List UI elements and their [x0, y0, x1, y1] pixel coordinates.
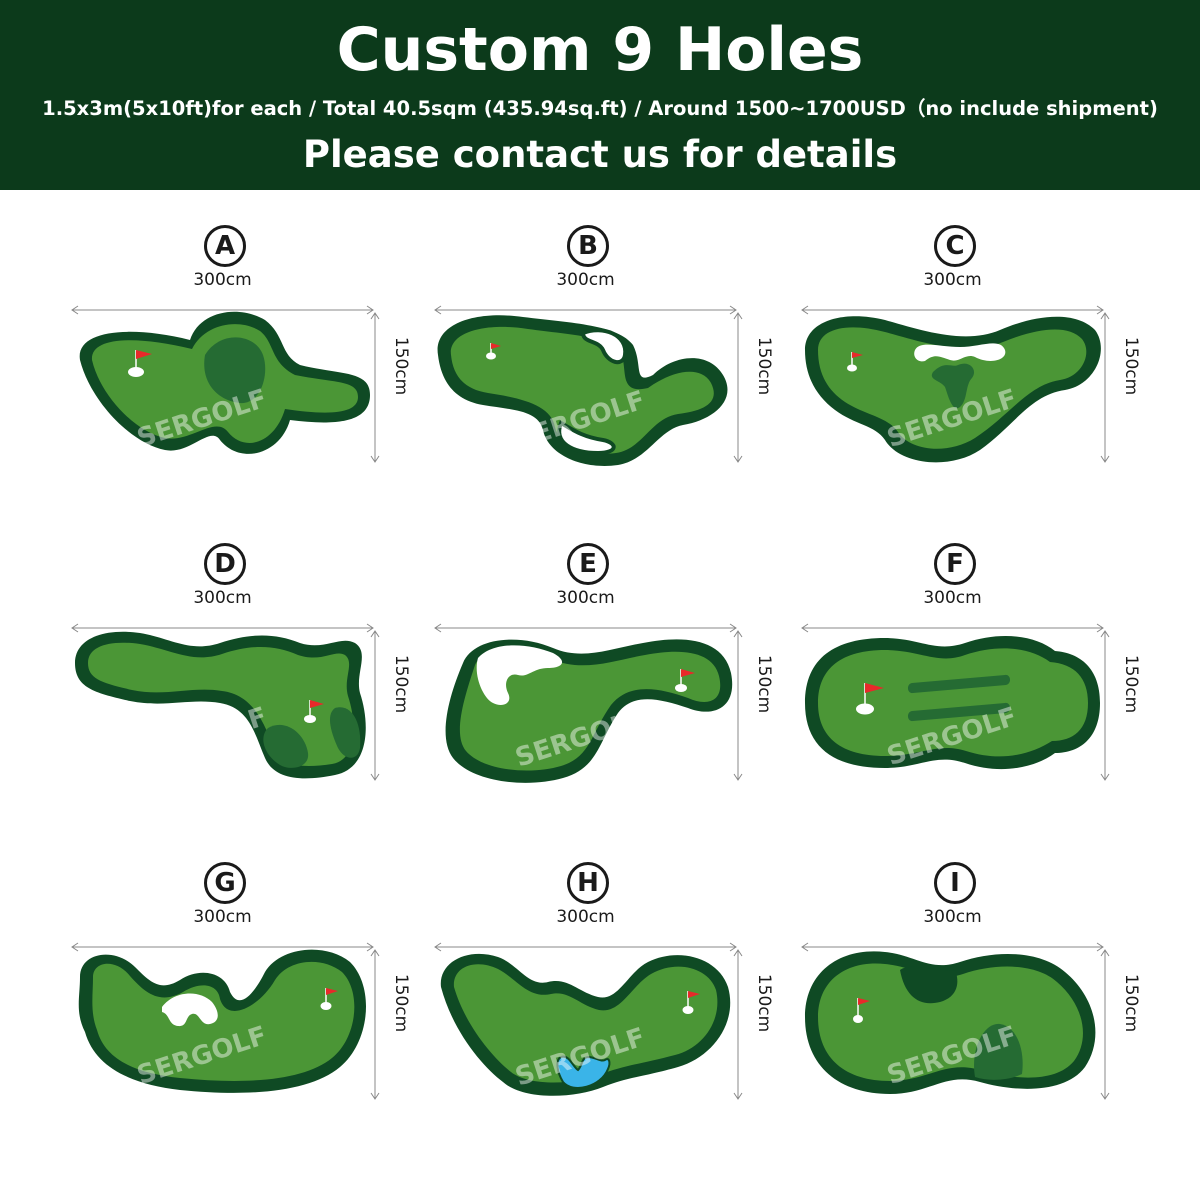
- hole-panel-i: I 300cm 150cm SERGOLF: [800, 862, 1141, 1147]
- hole-panel-a: A 300cm 150cm SERGOLF: [70, 225, 411, 510]
- dimension-lines: [801, 942, 1110, 1100]
- flag-icon: [326, 988, 338, 995]
- width-label: 300cm: [923, 907, 982, 927]
- width-label: 300cm: [923, 270, 982, 290]
- hole-letter-badge: D: [204, 543, 246, 585]
- dimension-lines: [801, 305, 1110, 463]
- hole-diagram-c: SERGOLF: [801, 305, 1110, 463]
- hole-panel-b: B 300cm 150cm SERGOLF: [433, 225, 774, 510]
- hole-letter-badge: C: [934, 225, 976, 267]
- putting-green: [450, 326, 714, 454]
- rough-area: [907, 674, 1011, 694]
- putting-green: [92, 961, 355, 1081]
- sand-bunker: [557, 420, 616, 456]
- flag-icon: [858, 998, 870, 1005]
- putting-green: [818, 648, 1088, 757]
- hole-diagram-e: SERGOLF: [434, 623, 743, 783]
- spec-line: 1.5x3m(5x10ft)for each / Total 40.5sqm (…: [42, 97, 1158, 120]
- hole-diagram-i: SERGOLF: [801, 942, 1110, 1100]
- width-label: 300cm: [193, 270, 252, 290]
- rough-area: [204, 337, 266, 404]
- rough-area: [263, 724, 309, 768]
- dimension-lines: [71, 942, 380, 1100]
- flag-icon: [136, 350, 152, 359]
- sand-bunker: [162, 993, 218, 1027]
- flag-icon: [852, 352, 863, 358]
- hole-letter-badge: I: [934, 862, 976, 904]
- hole-diagram-b: SERGOLF: [434, 305, 743, 466]
- width-label: 300cm: [923, 588, 982, 608]
- rough-area: [907, 702, 1011, 722]
- dimension-lines: [434, 305, 743, 463]
- hole-diagram-d: SERGOLF: [71, 623, 380, 781]
- sand-bunker: [580, 328, 628, 365]
- flag-icon: [688, 991, 700, 998]
- hole-letter-badge: A: [204, 225, 246, 267]
- hole-panel-f: F 300cm 150cm SERGOLF: [800, 543, 1141, 828]
- hole-letter-badge: B: [567, 225, 609, 267]
- dimension-lines: [434, 942, 743, 1100]
- hole-panel-e: E 300cm 150cm SERGOLF: [433, 543, 774, 828]
- putting-green: [453, 964, 718, 1083]
- rough-area: [931, 363, 975, 409]
- dimension-lines: [801, 623, 1110, 781]
- flag-icon: [491, 343, 501, 349]
- flag-icon: [681, 669, 695, 677]
- width-label: 300cm: [193, 907, 252, 927]
- hole-diagram-f: SERGOLF: [801, 623, 1110, 781]
- hole-panel-d: D 300cm 150cm SERGOLF: [70, 543, 411, 828]
- water-hazard: [556, 1055, 611, 1089]
- width-label: 300cm: [556, 907, 615, 927]
- hole-diagram-a: SERGOLF: [71, 305, 380, 463]
- watermark: SERGOLF: [134, 702, 271, 772]
- hole-panel-c: C 300cm 150cm SERGOLF: [800, 225, 1141, 510]
- sand-bunker: [476, 645, 563, 705]
- flag-icon: [865, 683, 884, 693]
- width-label: 300cm: [193, 588, 252, 608]
- hole-letter-badge: G: [204, 862, 246, 904]
- hole-panel-h: H 300cm 150cm SERGOLF: [433, 862, 774, 1147]
- hole-diagram-g: SERGOLF: [71, 942, 380, 1100]
- flag-icon: [310, 700, 324, 708]
- width-label: 300cm: [556, 588, 615, 608]
- dimension-lines: [71, 623, 380, 781]
- header-banner: Custom 9 Holes 1.5x3m(5x10ft)for each / …: [0, 0, 1200, 190]
- dimension-lines: [71, 305, 380, 463]
- sand-bunker: [914, 343, 1006, 362]
- rough-area: [900, 966, 958, 1004]
- rough-area: [329, 707, 361, 758]
- hole-letter-badge: E: [567, 543, 609, 585]
- hole-diagram-h: SERGOLF: [434, 942, 743, 1100]
- contact-line: Please contact us for details: [302, 133, 898, 176]
- hole-letter-badge: H: [567, 862, 609, 904]
- putting-green: [459, 649, 721, 771]
- hole-panel-g: G 300cm 150cm SERGOLF: [70, 862, 411, 1147]
- dimension-lines: [434, 623, 743, 781]
- width-label: 300cm: [556, 270, 615, 290]
- rough-area: [974, 1023, 1023, 1080]
- page-title: Custom 9 Holes: [336, 15, 864, 85]
- hole-letter-badge: F: [934, 543, 976, 585]
